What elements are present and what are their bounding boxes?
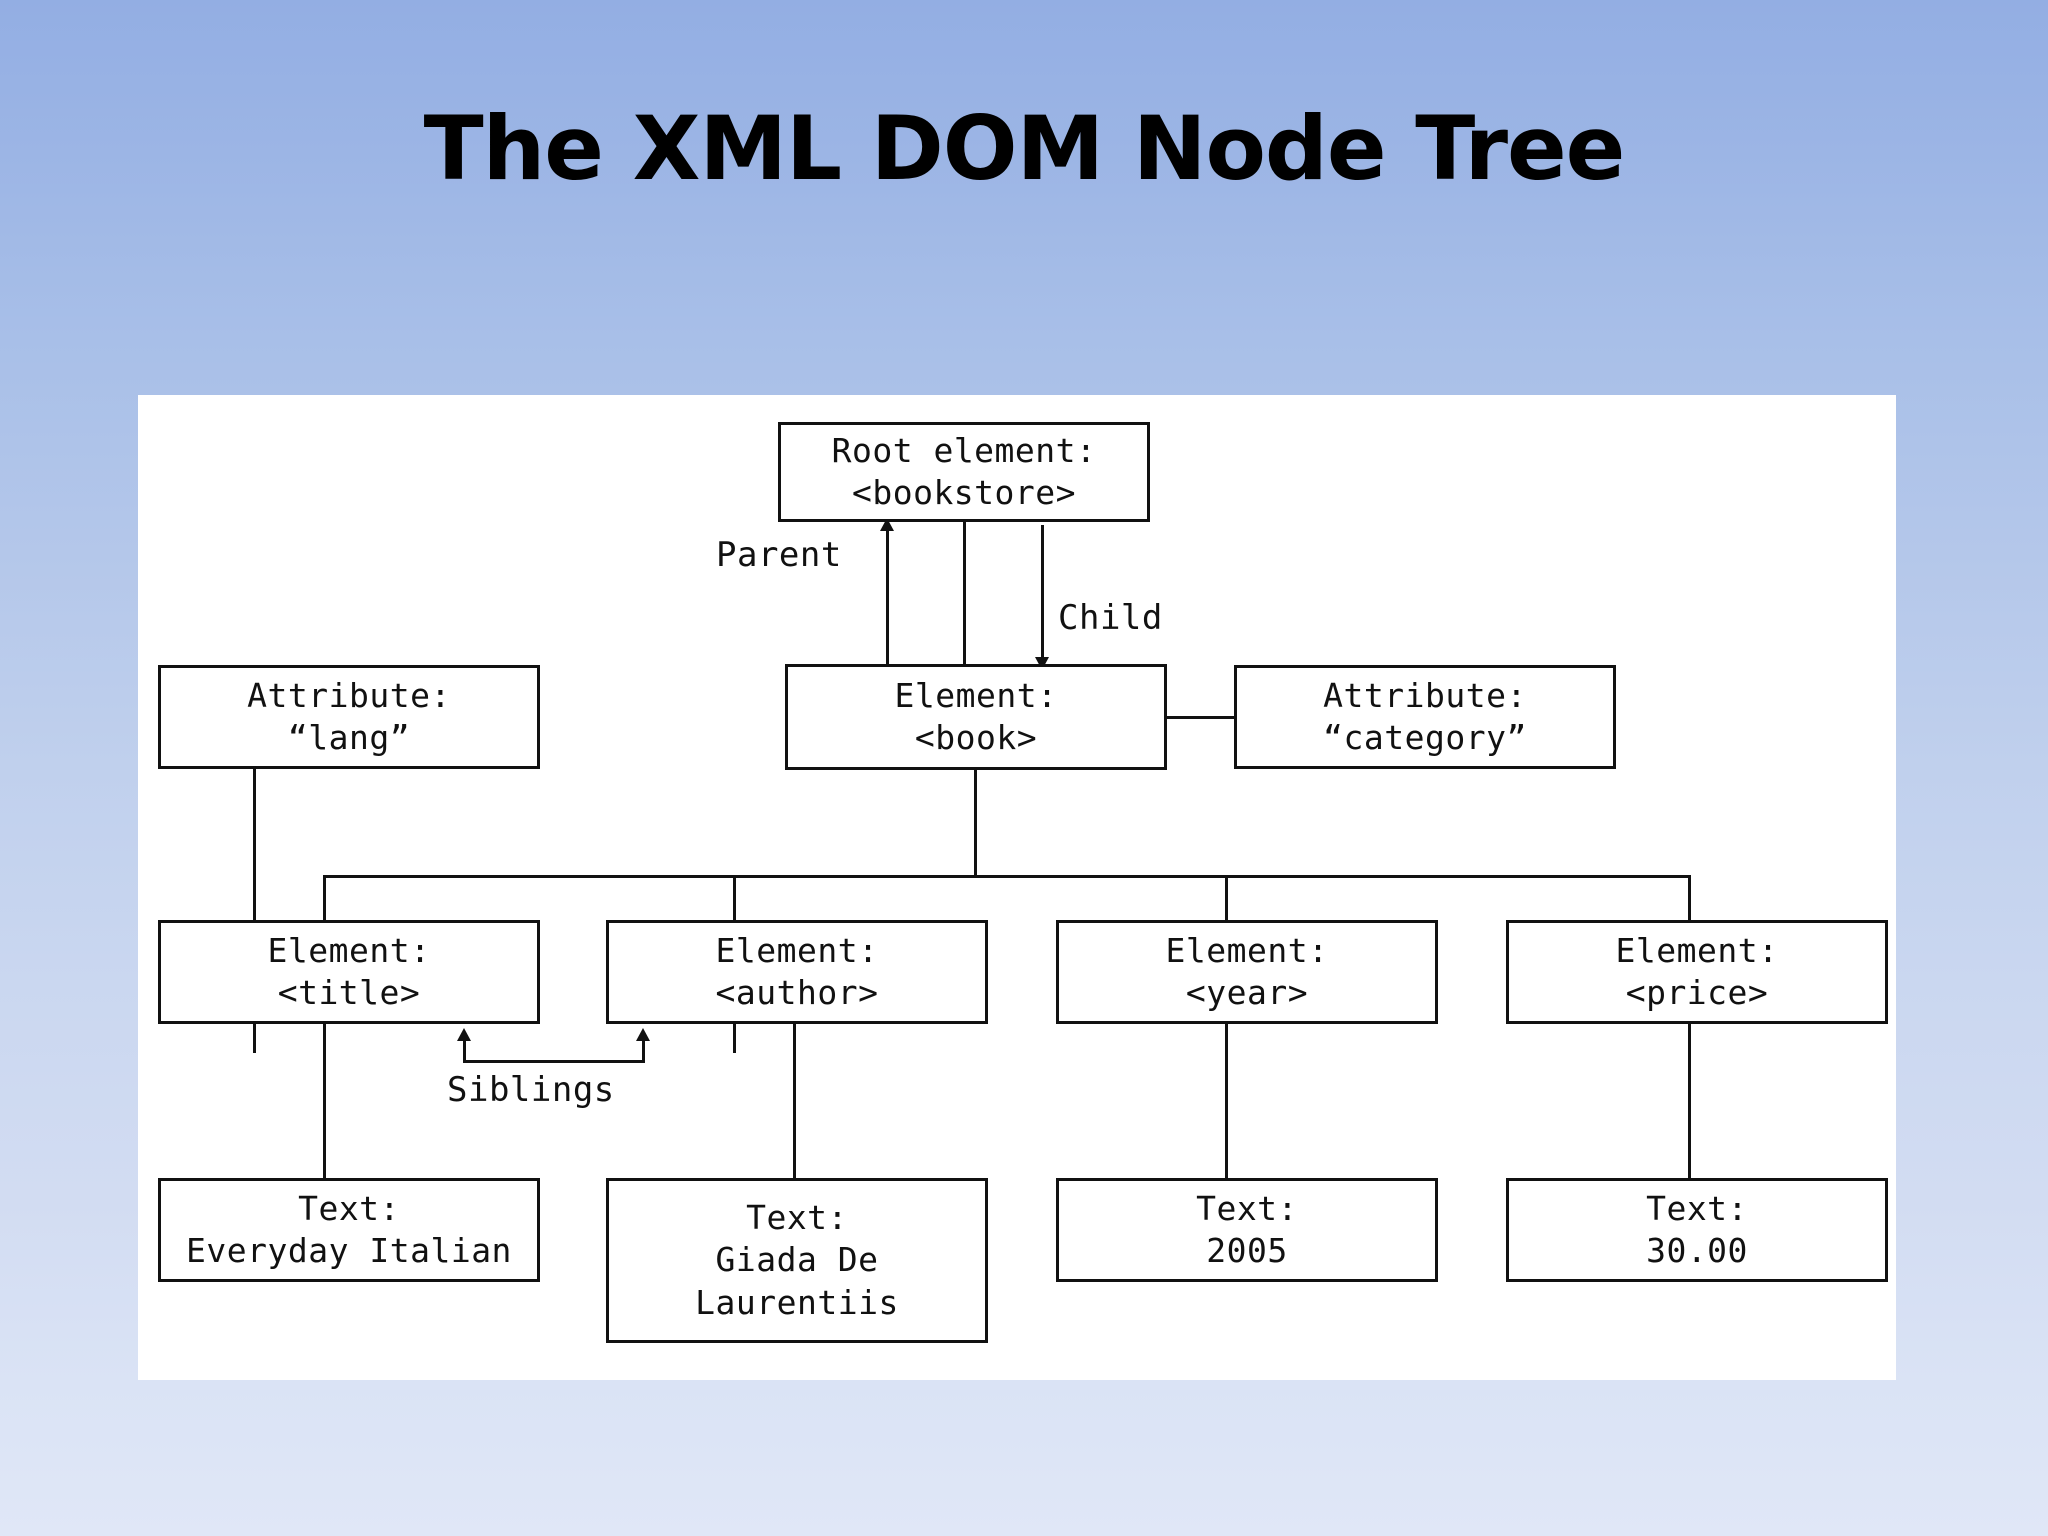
node-root-bookstore[interactable]: Root element: <bookstore>: [778, 422, 1150, 522]
node-element-year[interactable]: Element: <year>: [1056, 920, 1438, 1024]
node-attribute-lang-line2: “lang”: [287, 718, 411, 757]
node-text-3000-line1: Text:: [1646, 1188, 1748, 1228]
connector-book-to-bus: [974, 770, 977, 875]
node-element-author-line2: <author>: [715, 973, 879, 1012]
connector-book-to-category: [1167, 716, 1234, 719]
connector-title-to-text: [323, 1024, 326, 1184]
node-element-year-line1: Element:: [1165, 930, 1329, 970]
siblings-bracket: [463, 1060, 645, 1063]
node-text-2005-line2: 2005: [1206, 1231, 1288, 1270]
parent-arrow-icon: [880, 518, 894, 664]
node-element-price-line2: <price>: [1625, 973, 1769, 1012]
connector-price-to-text: [1688, 1024, 1691, 1184]
node-element-book[interactable]: Element: <book>: [785, 664, 1167, 770]
xml-dom-tree-diagram: Root element: <bookstore> Parent Child A…: [138, 395, 1896, 1380]
node-text-everyday-italian-line2: Everyday Italian: [186, 1231, 512, 1270]
connector-children-bus: [323, 875, 1691, 878]
siblings-arrow-right-icon: [636, 1028, 650, 1061]
child-arrow-icon: [1035, 525, 1049, 670]
connector-author-to-text: [793, 1024, 796, 1184]
connector-lang-to-title: [253, 769, 256, 1053]
node-attribute-category-line2: “category”: [1323, 718, 1527, 757]
node-attribute-lang[interactable]: Attribute: “lang”: [158, 665, 540, 769]
node-element-title-line2: <title>: [277, 973, 421, 1012]
node-text-giada-de-laurentiis-line2: Giada De: [715, 1240, 879, 1280]
node-element-author[interactable]: Element: <author>: [606, 920, 988, 1024]
node-text-giada-de-laurentiis[interactable]: Text: Giada De Laurentiis: [606, 1178, 988, 1343]
node-element-book-line2: <book>: [914, 718, 1038, 757]
node-text-3000-line2: 30.00: [1646, 1231, 1748, 1270]
node-root-bookstore-line2: <bookstore>: [851, 473, 1077, 512]
node-text-giada-de-laurentiis-line1: Text:: [746, 1198, 848, 1238]
node-element-title-line1: Element:: [267, 930, 431, 970]
node-element-author-line1: Element:: [715, 930, 879, 970]
node-text-2005-line1: Text:: [1196, 1188, 1298, 1228]
siblings-arrow-left-icon: [457, 1028, 471, 1061]
node-element-year-line2: <year>: [1185, 973, 1309, 1012]
node-element-price-line1: Element:: [1615, 930, 1779, 970]
connector-root-to-book: [963, 522, 966, 664]
child-label: Child: [1058, 598, 1163, 638]
connector-year-to-text: [1225, 1024, 1228, 1184]
node-text-2005[interactable]: Text: 2005: [1056, 1178, 1438, 1282]
node-text-giada-de-laurentiis-line3: Laurentiis: [695, 1282, 899, 1322]
node-attribute-category[interactable]: Attribute: “category”: [1234, 665, 1616, 769]
node-text-3000[interactable]: Text: 30.00: [1506, 1178, 1888, 1282]
node-text-everyday-italian-line1: Text:: [298, 1188, 400, 1228]
node-root-bookstore-line1: Root element:: [831, 430, 1097, 470]
node-attribute-lang-line1: Attribute:: [247, 675, 451, 715]
siblings-label: Siblings: [447, 1070, 615, 1110]
node-element-book-line1: Element:: [894, 675, 1058, 715]
parent-label: Parent: [716, 535, 842, 575]
page-title: The XML DOM Node Tree: [423, 96, 1626, 200]
node-element-title[interactable]: Element: <title>: [158, 920, 540, 1024]
node-element-price[interactable]: Element: <price>: [1506, 920, 1888, 1024]
node-text-everyday-italian[interactable]: Text: Everyday Italian: [158, 1178, 540, 1282]
node-attribute-category-line1: Attribute:: [1323, 675, 1527, 715]
